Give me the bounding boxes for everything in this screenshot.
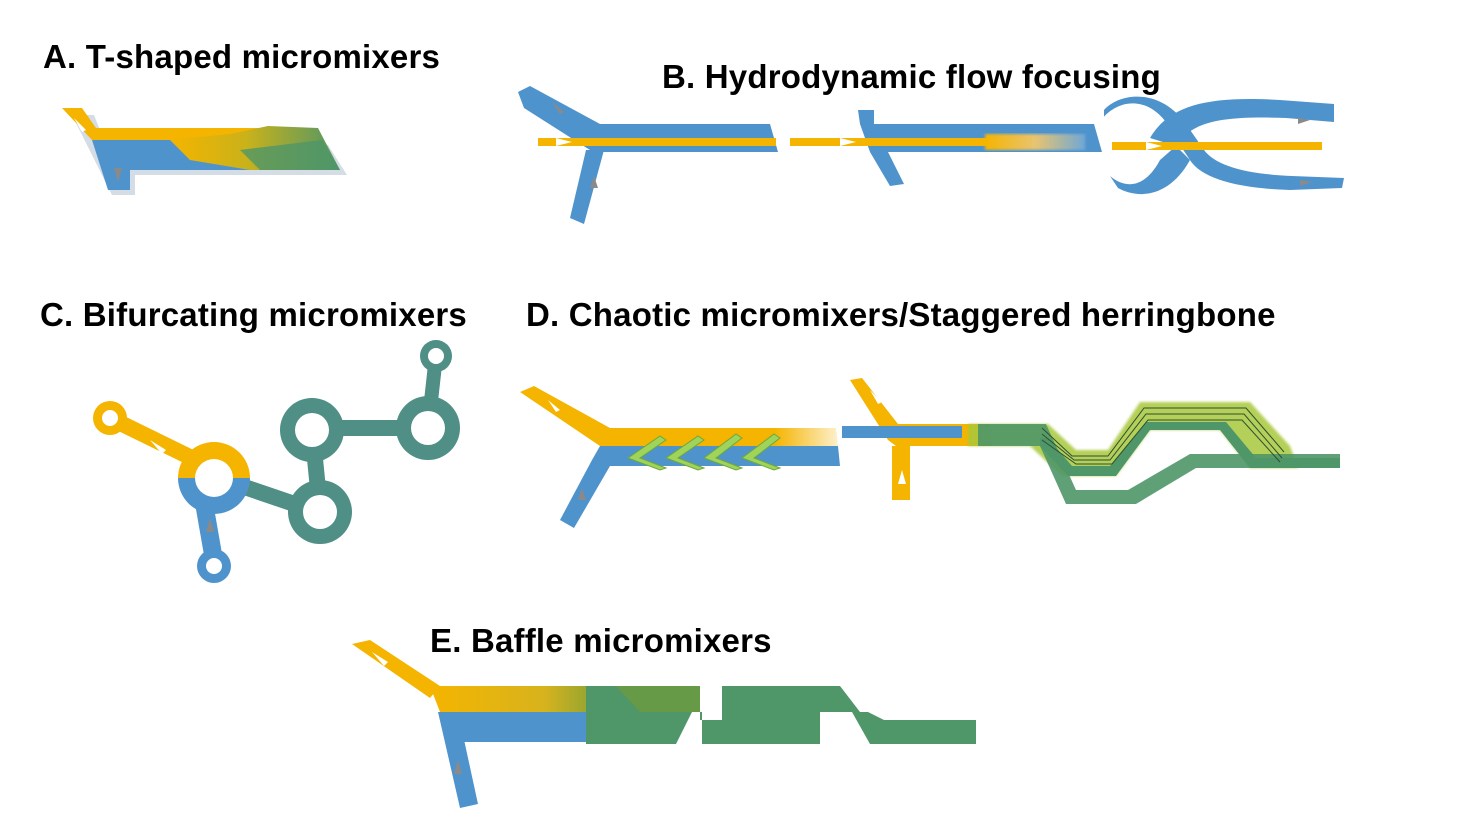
baffle-micromixer — [352, 640, 976, 808]
mixing-chamber-1 — [280, 398, 344, 462]
yellow-inlet-port — [93, 401, 127, 435]
mixing-chamber-3 — [396, 396, 460, 460]
flow-focusing-design-1 — [518, 86, 778, 224]
panel-c-title: C. Bifurcating micromixers — [40, 296, 467, 333]
flow-focusing-design-2 — [790, 110, 1102, 186]
flow-focusing-design-3 — [1103, 96, 1344, 195]
mixing-chamber-2 — [288, 480, 352, 544]
t-shaped-micromixer — [62, 108, 347, 195]
panel-e-title: E. Baffle micromixers — [430, 622, 772, 659]
panel-a-title: A. T-shaped micromixers — [43, 38, 441, 75]
herringbone-grooves — [626, 433, 782, 471]
staggered-herringbone-mixer — [520, 386, 840, 528]
first-junction — [178, 442, 250, 514]
blue-inlet-port — [197, 549, 231, 583]
panel-d-title: D. Chaotic micromixers/Staggered herring… — [526, 296, 1276, 333]
serpentine-chaotic-mixer — [842, 378, 1340, 504]
hydrodynamic-flow-focusing — [518, 86, 1344, 224]
panel-b-title: B. Hydrodynamic flow focusing — [662, 58, 1162, 95]
bifurcating-micromixer — [93, 340, 460, 583]
outlet-port — [420, 340, 452, 372]
chaotic-micromixers — [520, 378, 1340, 528]
